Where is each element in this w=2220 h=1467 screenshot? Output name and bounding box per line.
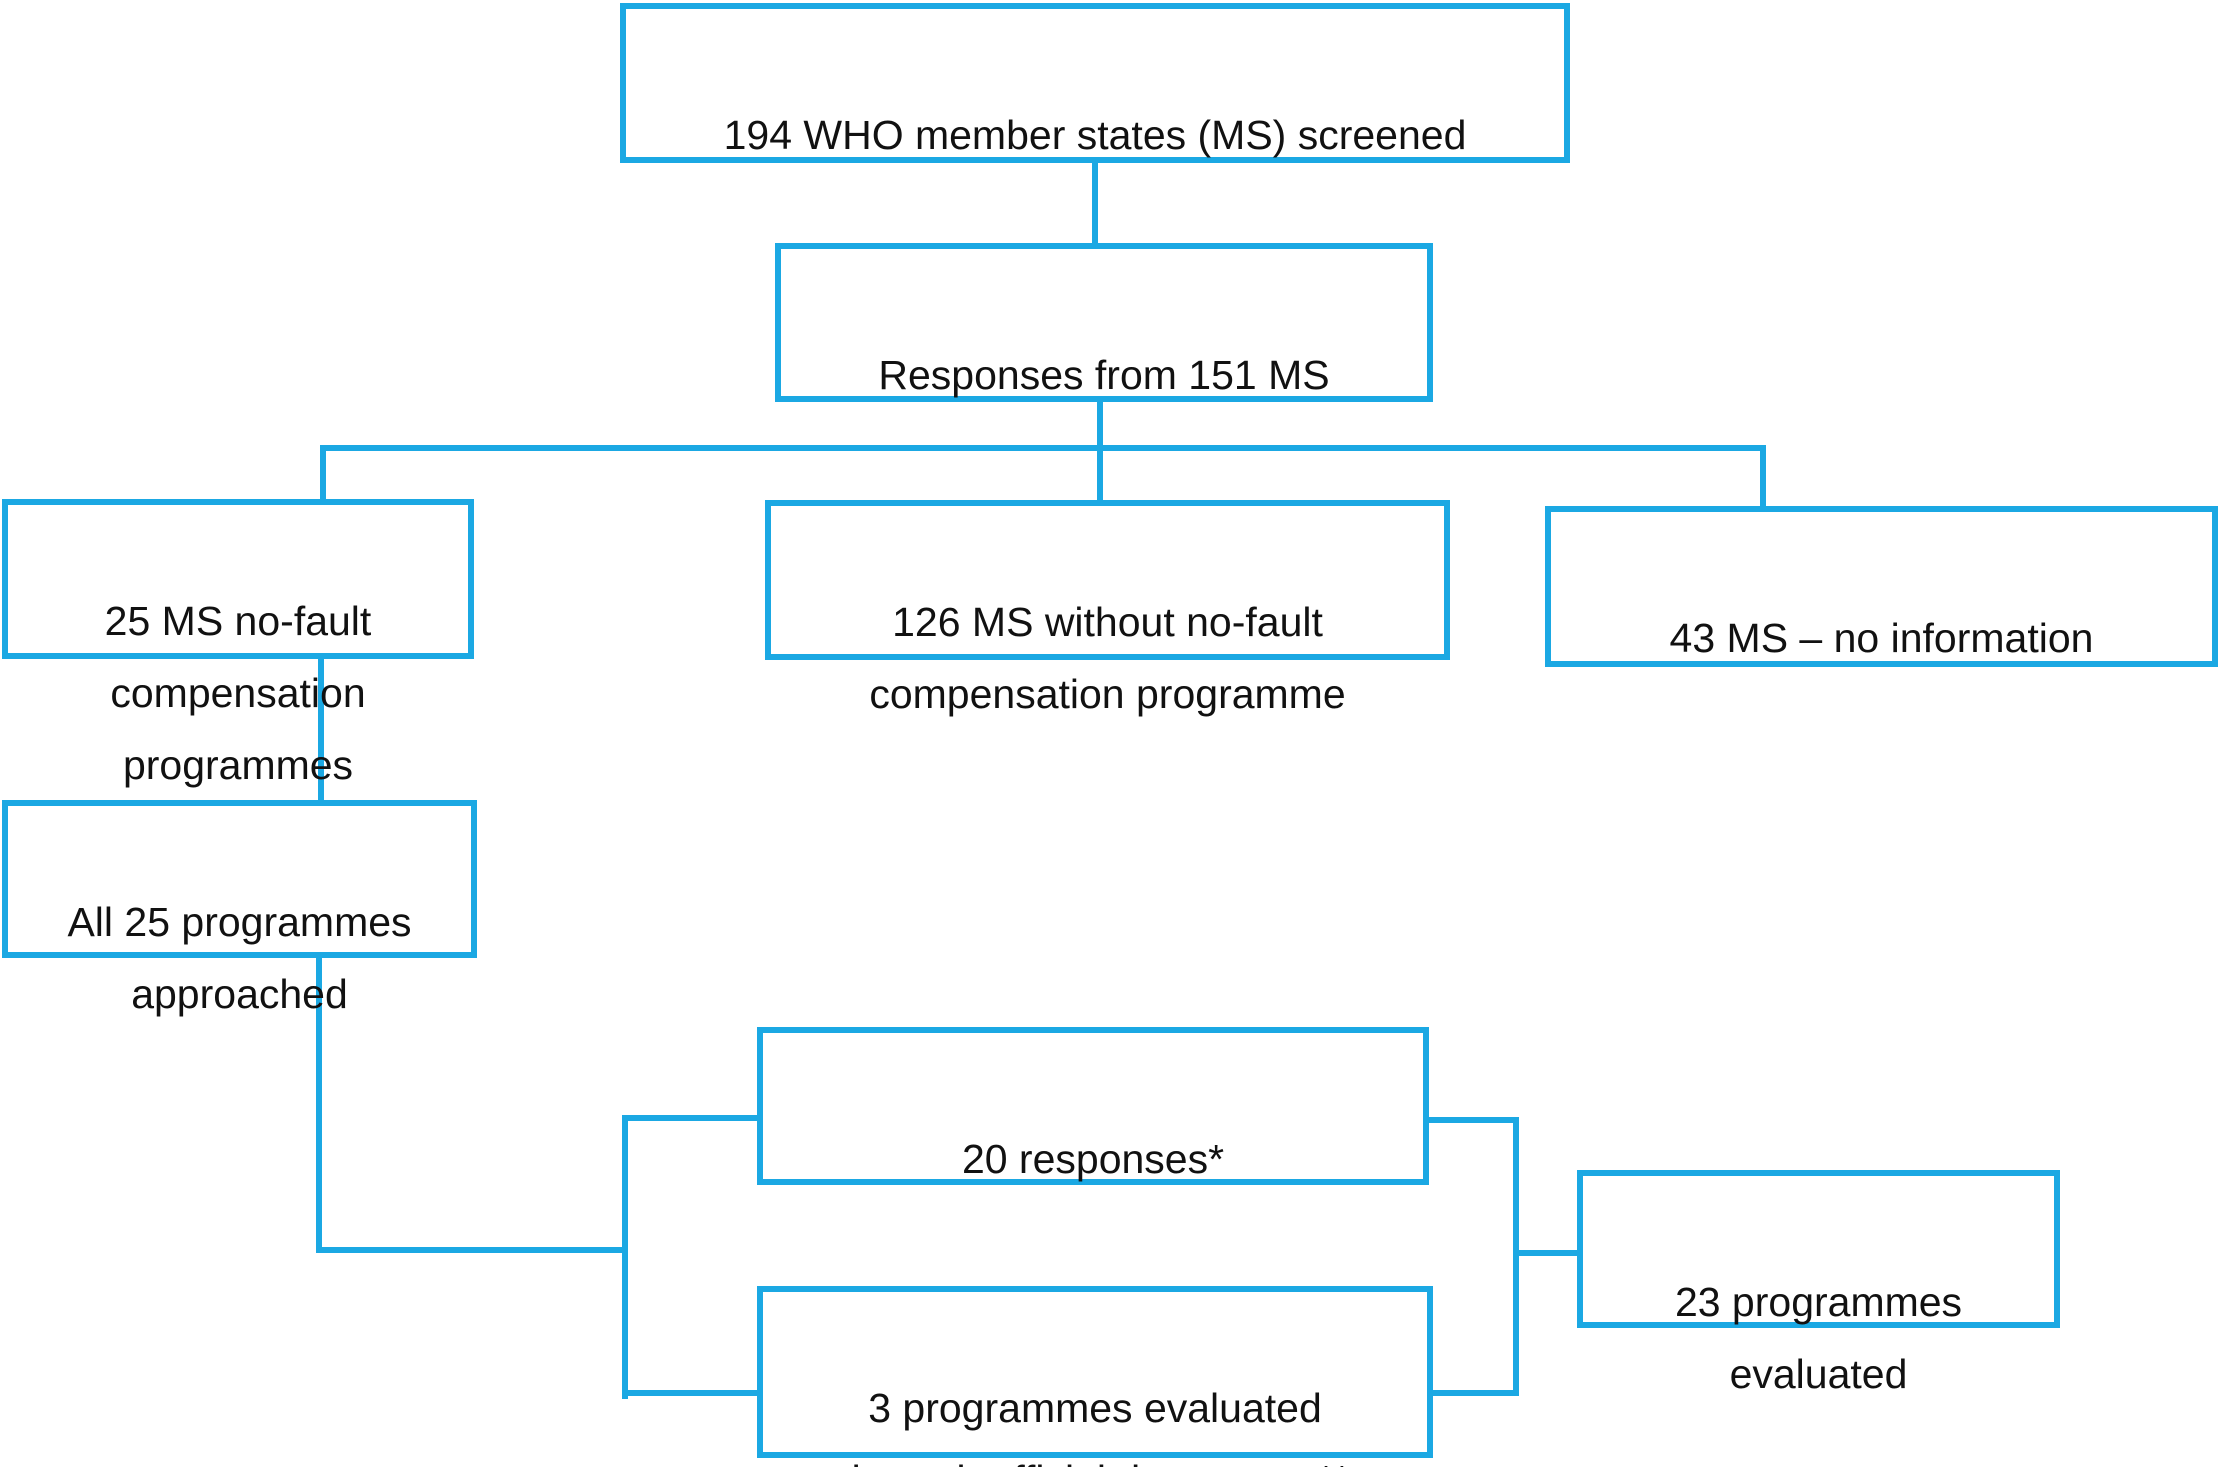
flow-box-label: Responses from 151 MS xyxy=(878,352,1330,398)
flow-box-all-25-approached: All 25 programmes approached xyxy=(2,800,477,1017)
connector-bracket-to-evaluated xyxy=(1513,1250,1577,1256)
flow-box-label: 23 programmes evaluated xyxy=(1674,1279,1963,1397)
connector-branch-to-no-fault xyxy=(320,445,326,499)
connector-responses-to-branch xyxy=(1097,402,1103,500)
flow-box-126-without-no-fault: 126 MS without no-fault compensation pro… xyxy=(765,500,1450,717)
flow-box-label: 3 programmes evaluated through official … xyxy=(840,1385,1350,1467)
connector-branch-to-no-information xyxy=(1760,445,1766,506)
flow-box-23-evaluated: 23 programmes evaluated xyxy=(1577,1170,2060,1397)
flow-box-43-no-information: 43 MS – no information xyxy=(1545,506,2218,667)
connector-screened-to-responses xyxy=(1092,163,1098,243)
flow-box-label: 20 responses* xyxy=(961,1136,1225,1182)
connector-20-responses-to-right-bracket xyxy=(1429,1117,1519,1123)
connector-official-docs-to-right-bracket xyxy=(1433,1390,1519,1396)
flow-box-3-official-documents: 3 programmes evaluated through official … xyxy=(757,1286,1433,1467)
flow-box-responses-151: Responses from 151 MS xyxy=(775,243,1433,402)
flow-box-label: All 25 programmes approached xyxy=(67,899,412,1017)
flow-box-20-responses: 20 responses* xyxy=(757,1027,1429,1185)
flow-box-label: 194 WHO member states (MS) screened xyxy=(723,112,1467,158)
connector-approached-down xyxy=(316,958,322,1253)
flow-box-member-states-screened: 194 WHO member states (MS) screened xyxy=(620,3,1570,163)
flow-box-label: 43 MS – no information xyxy=(1669,615,2094,661)
flow-box-25-no-fault-programmes: 25 MS no-fault compensation programmes xyxy=(2,499,474,788)
connector-bracket-to-20-responses xyxy=(622,1115,757,1121)
flow-box-label: 126 MS without no-fault compensation pro… xyxy=(869,599,1346,717)
flow-box-label: 25 MS no-fault compensation programmes xyxy=(104,598,372,788)
connector-left-bracket xyxy=(622,1115,628,1399)
connector-no-fault-to-approached xyxy=(318,659,324,800)
connector-bracket-to-official-docs xyxy=(622,1390,757,1396)
connector-branch-horizontal xyxy=(320,445,1766,451)
connector-right-bracket xyxy=(1513,1117,1519,1396)
connector-approached-to-bracket xyxy=(316,1247,628,1253)
